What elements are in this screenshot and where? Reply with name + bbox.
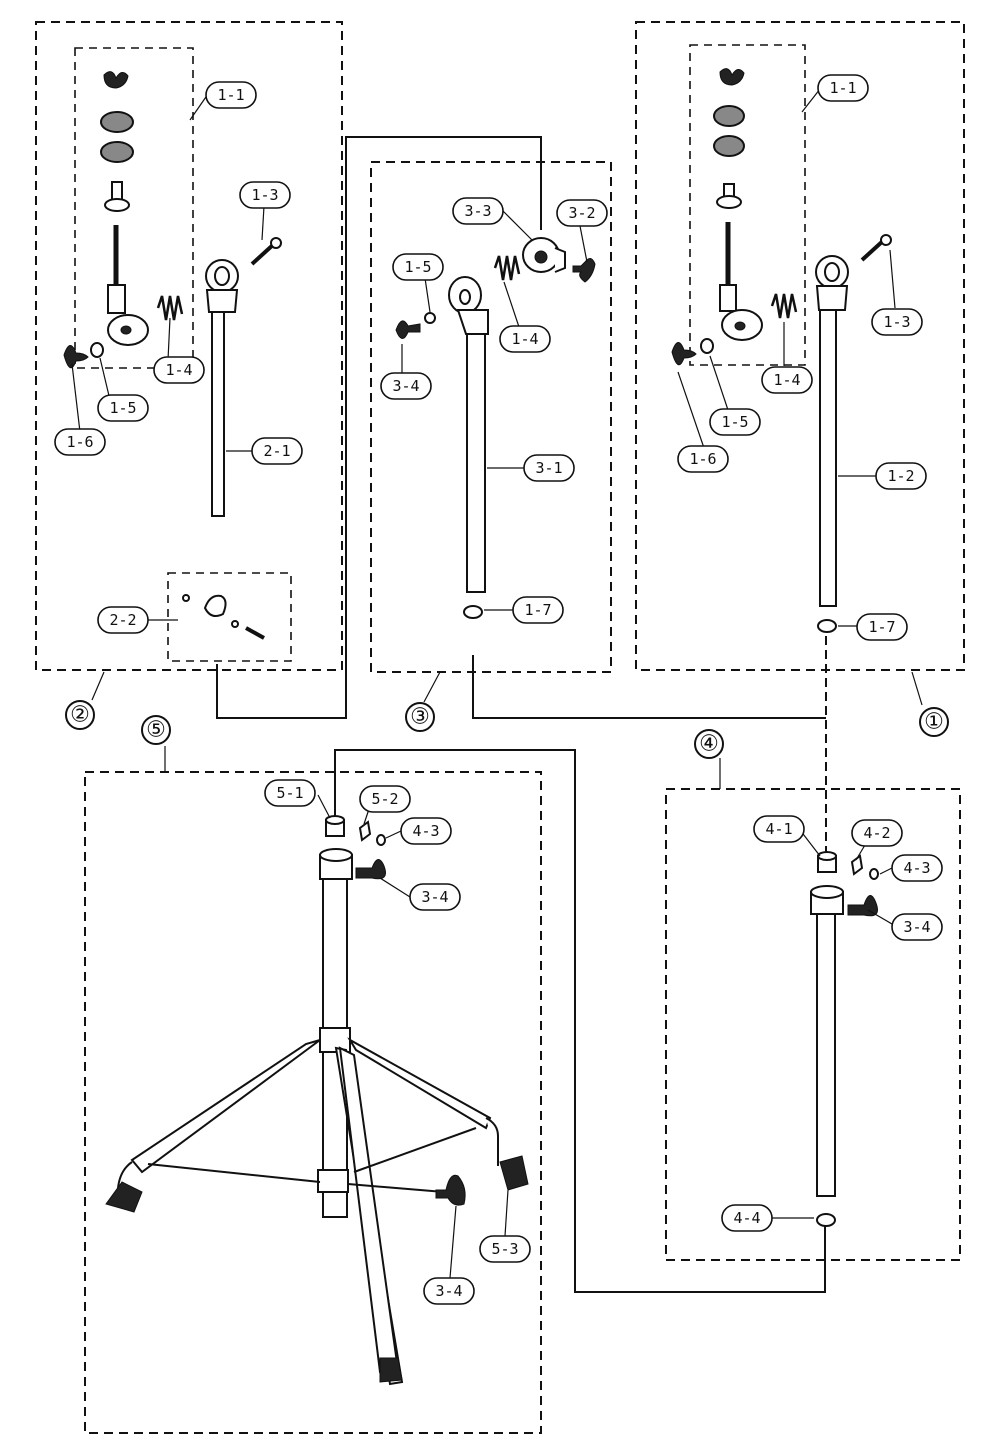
svg-text:2-2: 2-2 [109,611,136,629]
label-1-2: 1-2 [875,462,927,490]
svg-text:3-2: 3-2 [568,204,595,222]
label-2-1: 2-1 [251,437,303,465]
assembly-number-3: ③ [405,702,435,732]
label-1-7-center: 1-7 [512,596,564,624]
label-4-2: 4-2 [851,819,903,847]
svg-text:1-5: 1-5 [109,399,136,417]
label-5-1: 5-1 [264,779,316,807]
label-4-4: 4-4 [721,1204,773,1232]
leader-lines [71,88,923,1279]
label-1-6-right: 1-6 [677,445,729,473]
label-4-1: 4-1 [753,815,805,843]
label-4-3-right: 4-3 [891,854,943,882]
svg-text:2-1: 2-1 [263,442,290,460]
label-1-7-right: 1-7 [856,613,908,641]
svg-text:1-5: 1-5 [404,258,431,276]
svg-text:1-1: 1-1 [829,79,856,97]
svg-text:1-6: 1-6 [689,450,716,468]
assembly-number-1: ① [919,707,949,737]
assembly-1-frame [635,21,965,671]
label-3-4-stand-top: 3-4 [409,883,461,911]
svg-text:③: ③ [410,705,430,730]
svg-text:⑤: ⑤ [146,718,166,743]
svg-text:1-2: 1-2 [887,467,914,485]
assembly-number-2: ② [65,700,95,730]
assembly-1-1-subframe-left [74,47,194,369]
assembly-4-frame [665,788,961,1261]
svg-text:④: ④ [699,732,719,757]
svg-text:4-2: 4-2 [863,824,890,842]
svg-text:1-1: 1-1 [217,86,244,104]
svg-text:3-4: 3-4 [421,888,448,906]
svg-text:1-4: 1-4 [773,371,800,389]
label-3-3: 3-3 [452,197,504,225]
label-3-4-center: 3-4 [380,372,432,400]
assembly-1-1-subframe-right [689,44,806,366]
label-1-5-right: 1-5 [709,408,761,436]
label-1-5-left: 1-5 [97,394,149,422]
svg-text:1-4: 1-4 [511,330,538,348]
label-3-4-stand-bottom: 3-4 [423,1277,475,1305]
svg-text:3-1: 3-1 [535,459,562,477]
svg-text:4-3: 4-3 [412,822,439,840]
label-1-3-right: 1-3 [871,308,923,336]
label-3-2: 3-2 [556,199,608,227]
svg-text:5-2: 5-2 [371,790,398,808]
assembly-number-4: ④ [694,729,724,759]
svg-text:4-4: 4-4 [733,1209,760,1227]
assembly-2-parts [63,71,282,640]
svg-text:4-3: 4-3 [903,859,930,877]
label-1-5-center: 1-5 [392,253,444,281]
assembly-3-parts [395,237,596,619]
svg-text:3-4: 3-4 [392,377,419,395]
assembly-5-frame [84,771,542,1434]
svg-text:1-4: 1-4 [165,361,192,379]
svg-text:1-7: 1-7 [524,601,551,619]
svg-text:①: ① [924,710,944,735]
connector-3-to-4 [472,655,826,719]
svg-text:1-7: 1-7 [868,618,895,636]
svg-text:3-3: 3-3 [464,202,491,220]
svg-text:5-3: 5-3 [491,1240,518,1258]
label-4-3-stand: 4-3 [400,817,452,845]
svg-text:4-1: 4-1 [765,820,792,838]
label-1-1-right: 1-1 [817,74,869,102]
connector-5-to-4 [334,749,826,1293]
label-1-4-right: 1-4 [761,366,813,394]
label-2-2: 2-2 [97,606,149,634]
assembly-2-2-subframe [167,572,292,662]
assembly-number-5: ⑤ [141,715,171,745]
label-1-6-left: 1-6 [54,428,106,456]
assembly-1-parts [671,68,892,633]
label-3-1: 3-1 [523,454,575,482]
assembly-2-frame [35,21,343,671]
label-1-4-center: 1-4 [499,325,551,353]
svg-text:②: ② [70,703,90,728]
svg-text:1-3: 1-3 [251,186,278,204]
assembly-4-parts [810,851,879,1227]
assembly-5-parts [105,815,529,1386]
label-1-4-left: 1-4 [153,356,205,384]
svg-text:3-4: 3-4 [435,1282,462,1300]
assembly-3-frame [370,161,612,673]
connector-2-to-3 [216,136,542,719]
label-5-2: 5-2 [359,785,411,813]
label-3-4-right: 3-4 [891,913,943,941]
svg-text:1-6: 1-6 [66,433,93,451]
label-1-3-left: 1-3 [239,181,291,209]
svg-text:1-3: 1-3 [883,313,910,331]
label-5-3: 5-3 [479,1235,531,1263]
svg-text:3-4: 3-4 [903,918,930,936]
label-1-1-left: 1-1 [205,81,257,109]
svg-text:1-5: 1-5 [721,413,748,431]
svg-text:5-1: 5-1 [276,784,303,802]
